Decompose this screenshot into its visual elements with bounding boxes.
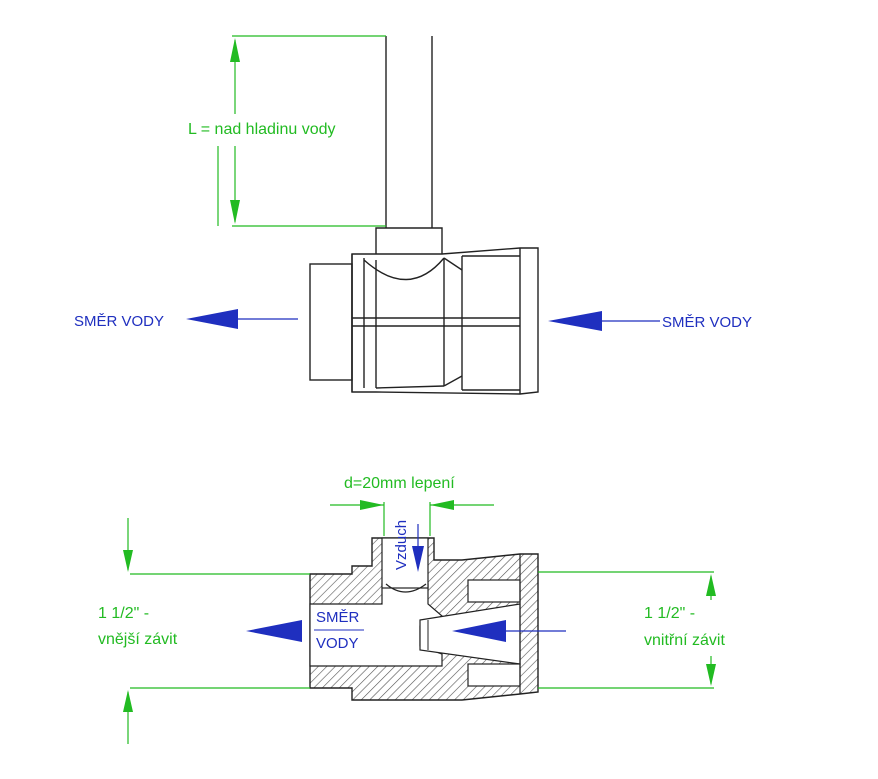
left-thread-line1: 1 1/2" - bbox=[98, 605, 149, 622]
right-thread-dimension bbox=[538, 571, 716, 689]
left-flow-arrow bbox=[186, 309, 238, 329]
height-label: L = nad hladinu vody bbox=[188, 121, 336, 138]
section-view bbox=[309, 537, 539, 701]
air-label: Vzduch bbox=[393, 520, 410, 570]
ejector-body bbox=[351, 247, 539, 395]
right-thread-line1: 1 1/2" - bbox=[644, 605, 695, 622]
top-left-flow-label: SMĚR VODY bbox=[74, 313, 164, 330]
left-thread-line2: vnější závit bbox=[98, 631, 178, 648]
pipe-socket bbox=[375, 227, 443, 254]
socket-curve bbox=[363, 257, 445, 281]
top-view bbox=[309, 36, 539, 395]
section-flow-label-line1: SMĚR bbox=[316, 609, 360, 626]
thread-groove-bottom bbox=[467, 663, 521, 687]
left-thread-arrow-down bbox=[123, 550, 133, 572]
air-arrow bbox=[412, 524, 424, 572]
right-thread-line2: vnitřní závit bbox=[644, 632, 725, 649]
top-right-flow-label: SMĚR VODY bbox=[662, 314, 752, 331]
height-arrow-down bbox=[230, 200, 240, 224]
right-thread-arrow-down bbox=[706, 664, 716, 686]
left-thread-stub bbox=[309, 263, 353, 381]
top-flow-arrows bbox=[186, 309, 660, 331]
section-left-flow-arrow bbox=[246, 620, 302, 642]
left-thread-arrow-up bbox=[123, 690, 133, 712]
right-flow-arrow bbox=[548, 311, 602, 331]
diameter-arrow-right bbox=[430, 500, 454, 510]
height-arrow-up bbox=[230, 38, 240, 62]
section-flow-label-line2: VODY bbox=[316, 635, 359, 652]
diameter-label: d=20mm lepení bbox=[344, 475, 455, 492]
thread-groove-top bbox=[467, 579, 521, 603]
height-dimension bbox=[217, 35, 386, 227]
left-thread-dimension bbox=[123, 518, 310, 744]
section-flow-arrows bbox=[246, 620, 566, 642]
diameter-dimension bbox=[330, 500, 494, 536]
diameter-arrow-left bbox=[360, 500, 384, 510]
right-thread-arrow-up bbox=[706, 574, 716, 596]
section-right-flow-arrow bbox=[452, 620, 506, 642]
